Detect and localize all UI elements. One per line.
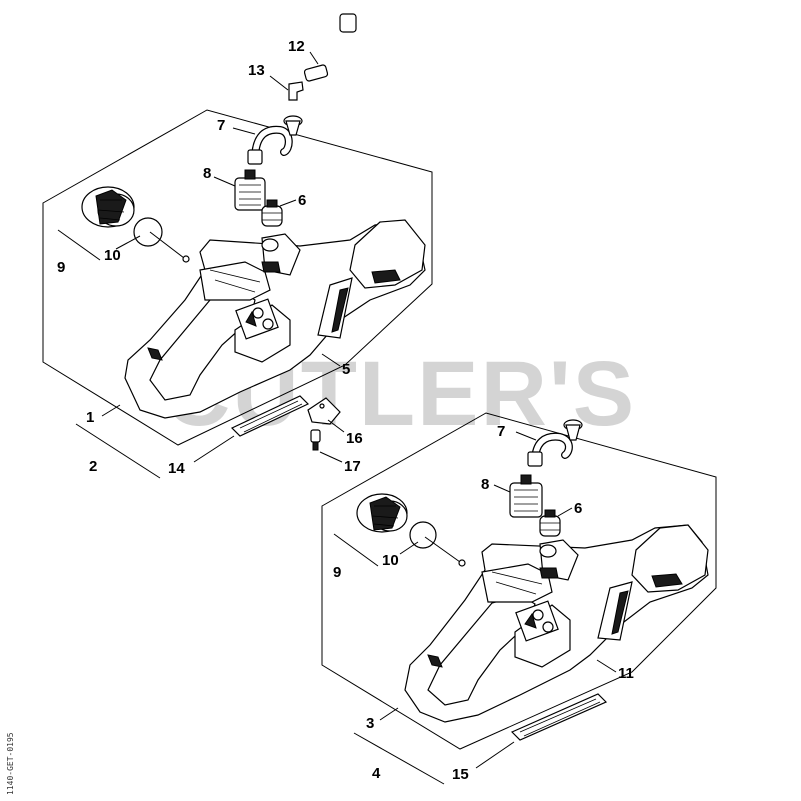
callout-8-lower: 8: [481, 476, 489, 493]
fuel-filter-8-upper: [234, 169, 266, 211]
callout-17: 17: [344, 458, 361, 475]
plate-15: [510, 693, 608, 741]
plate-14: [230, 395, 310, 437]
upper-assembly-frame: [42, 109, 433, 446]
o-ring-10-upper: [133, 217, 190, 263]
callout-8: 8: [203, 165, 211, 182]
tank-housing-3: [404, 524, 709, 723]
screw-17: [310, 429, 321, 451]
elbow-fitting-13: [288, 81, 304, 101]
callout-12: 12: [288, 38, 305, 55]
lower-assembly-frame: [321, 412, 717, 750]
tank-cap-9-lower: [356, 493, 408, 533]
callout-2: 2: [89, 458, 97, 475]
callout-10: 10: [104, 247, 121, 264]
fuel-hose-12: [303, 13, 357, 82]
lower-assembly: 7 8 6 9 10 11 3 4 15: [321, 412, 717, 785]
grommet-6-lower: [539, 509, 561, 537]
diagram-code: 1140-GET-0195: [6, 732, 15, 795]
tank-housing-1: [124, 219, 426, 419]
callout-9-lower: 9: [333, 564, 341, 581]
callout-3: 3: [366, 715, 374, 732]
mount-16: [307, 397, 341, 425]
callout-11: 11: [618, 665, 634, 682]
callout-4: 4: [372, 765, 381, 782]
fuel-line-7-lower: [527, 419, 583, 467]
callout-13: 13: [248, 62, 265, 79]
callout-6: 6: [298, 192, 306, 209]
fuel-filter-8-lower: [509, 474, 543, 518]
callout-16: 16: [346, 430, 363, 447]
o-ring-10-lower: [409, 521, 466, 567]
callout-5: 5: [342, 361, 350, 378]
callout-1: 1: [86, 409, 94, 426]
callout-15: 15: [452, 766, 469, 783]
callout-7-lower: 7: [497, 423, 505, 440]
callout-14: 14: [168, 460, 185, 477]
fuel-line-7-upper: [247, 115, 303, 165]
callout-7: 7: [217, 117, 225, 134]
callout-10-lower: 10: [382, 552, 399, 569]
tank-cap-9-upper: [81, 186, 135, 228]
callout-6-lower: 6: [574, 500, 582, 517]
grommet-6-upper: [261, 199, 283, 227]
callout-9: 9: [57, 259, 65, 276]
upper-assembly: 13 12 7 8 6 9 10 5 1 2 14 16 17: [42, 13, 433, 479]
